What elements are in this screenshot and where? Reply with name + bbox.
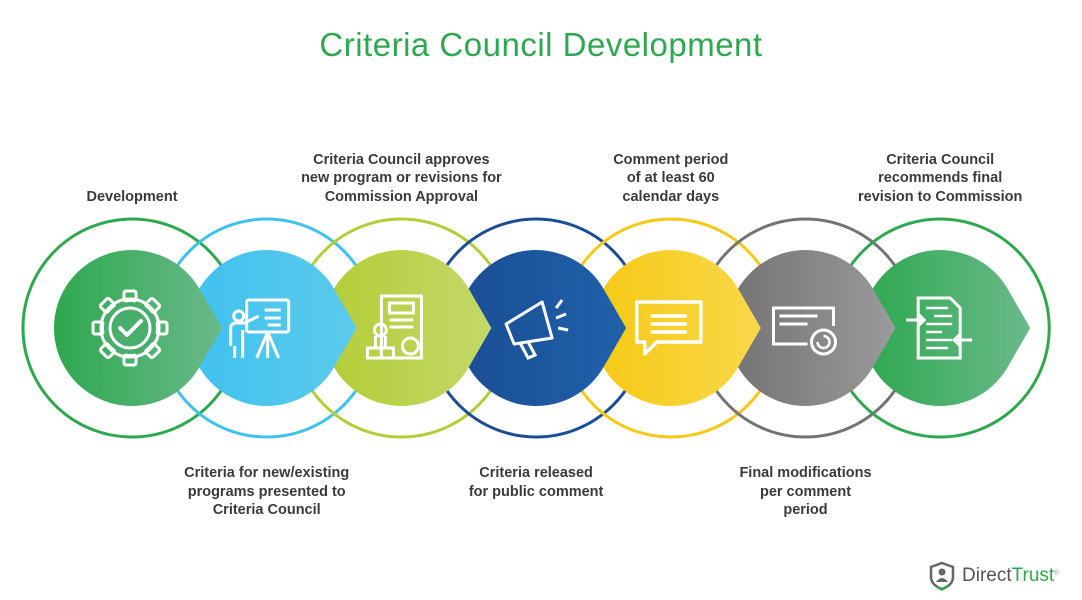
step-circle-recommends [862, 250, 1031, 406]
megaphone-icon [504, 299, 569, 360]
label-line: Commission Approval [324, 188, 479, 205]
label-line: new program or revisions for [301, 170, 502, 186]
label-line: Criteria for new/existing [184, 465, 350, 481]
shield-person-icon [929, 561, 955, 591]
label-recommends: Criteria Council recommends final revision… [830, 151, 1050, 207]
document-stamp-icon [365, 294, 423, 360]
label-line: Comment period [613, 151, 729, 168]
label-line: of at least 60 [626, 170, 715, 186]
label-line: Final modifications [739, 465, 872, 481]
label-line: Development [86, 188, 178, 205]
directtrust-logo: DirectTrust® [928, 561, 1059, 591]
label-line: Criteria Council approves [313, 151, 490, 168]
step-circle-presented [188, 250, 357, 406]
label-development: Development [22, 188, 242, 207]
label-final-mods: Final modifications per comment period [696, 464, 916, 520]
step-circle-released [458, 250, 627, 406]
label-line: period [783, 502, 828, 518]
label-approves: Criteria Council approves new program or … [291, 151, 511, 207]
step-circle-final-mods [727, 250, 896, 406]
label-line: per comment [759, 483, 852, 500]
label-line: programs presented to [187, 483, 346, 500]
step-approves [323, 250, 492, 406]
presentation-icon [229, 298, 291, 359]
step-presented [188, 250, 357, 406]
label-line: for public comment [468, 483, 604, 500]
step-circle-comment-period [592, 250, 761, 406]
logo-text-direct: Direct [962, 565, 1012, 586]
label-comment-period: Comment period of at least 60 calendar day… [561, 151, 781, 207]
label-line: Criteria Council [212, 502, 321, 518]
step-released [458, 250, 627, 406]
gear-check-icon [91, 289, 169, 367]
step-recommends [862, 250, 1031, 406]
registered-mark: ® [1054, 570, 1059, 577]
label-line: Criteria Council [886, 151, 995, 168]
step-comment-period [592, 250, 761, 406]
chat-bubble-icon [635, 300, 703, 356]
label-line: Criteria released [479, 465, 593, 481]
label-line: calendar days [622, 188, 720, 205]
step-development [53, 250, 223, 406]
logo-text-trust: Trust [1011, 565, 1055, 586]
document-exchange-icon [906, 296, 973, 360]
label-presented: Criteria for new/existing programs presen… [157, 464, 377, 520]
document-refresh-icon [772, 306, 837, 356]
label-line: revision to Commission [858, 188, 1023, 205]
label-line: recommends final [878, 170, 1003, 186]
label-released: Criteria released for public comment [426, 464, 646, 501]
page-title: Criteria Council Development [319, 26, 763, 63]
step-final-mods [727, 250, 896, 406]
